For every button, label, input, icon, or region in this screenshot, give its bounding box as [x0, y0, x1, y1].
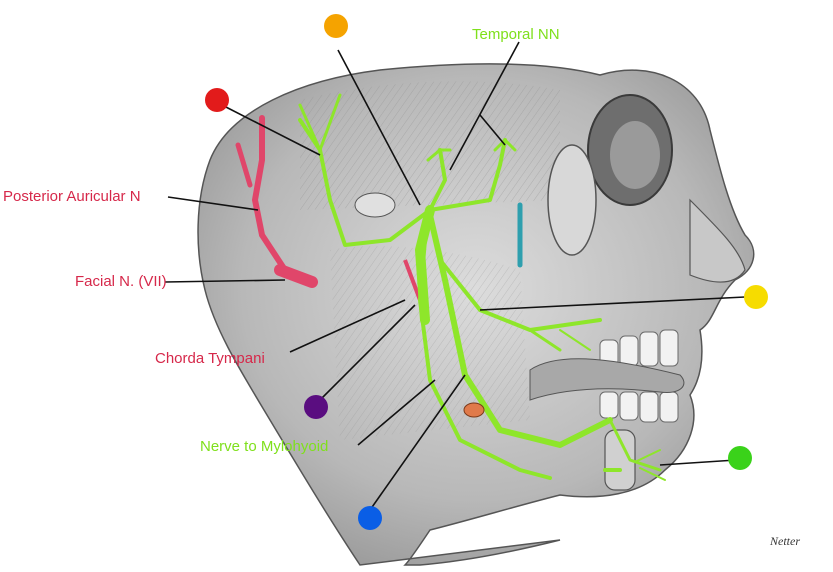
nerve-ganglion [463, 402, 485, 418]
mandibular-nerve [298, 93, 666, 481]
blue-marker[interactable] [358, 506, 382, 530]
purple-marker[interactable] [304, 395, 328, 419]
posterior-auricular-nerve [251, 115, 288, 273]
chorda-tympani-nerve [403, 259, 422, 301]
label-posterior-auricular: Posterior Auricular N [3, 188, 141, 205]
label-temporal-nerves: Temporal NN [472, 26, 560, 43]
label-nerve-to-mylohyoid: Nerve to Mylohyoid [200, 438, 329, 455]
facial-nerve-trunk [274, 264, 318, 288]
label-facial-nerve: Facial N. (VII) [75, 273, 167, 290]
artist-signature: Netter [770, 534, 800, 548]
yellow-marker[interactable] [744, 285, 768, 309]
leader-lines [164, 41, 746, 511]
green-marker[interactable] [728, 446, 752, 470]
label-chorda-tympani: Chorda Tympani [155, 350, 265, 367]
teeth [599, 329, 679, 423]
orange-marker[interactable] [324, 14, 348, 38]
red-marker[interactable] [205, 88, 229, 112]
